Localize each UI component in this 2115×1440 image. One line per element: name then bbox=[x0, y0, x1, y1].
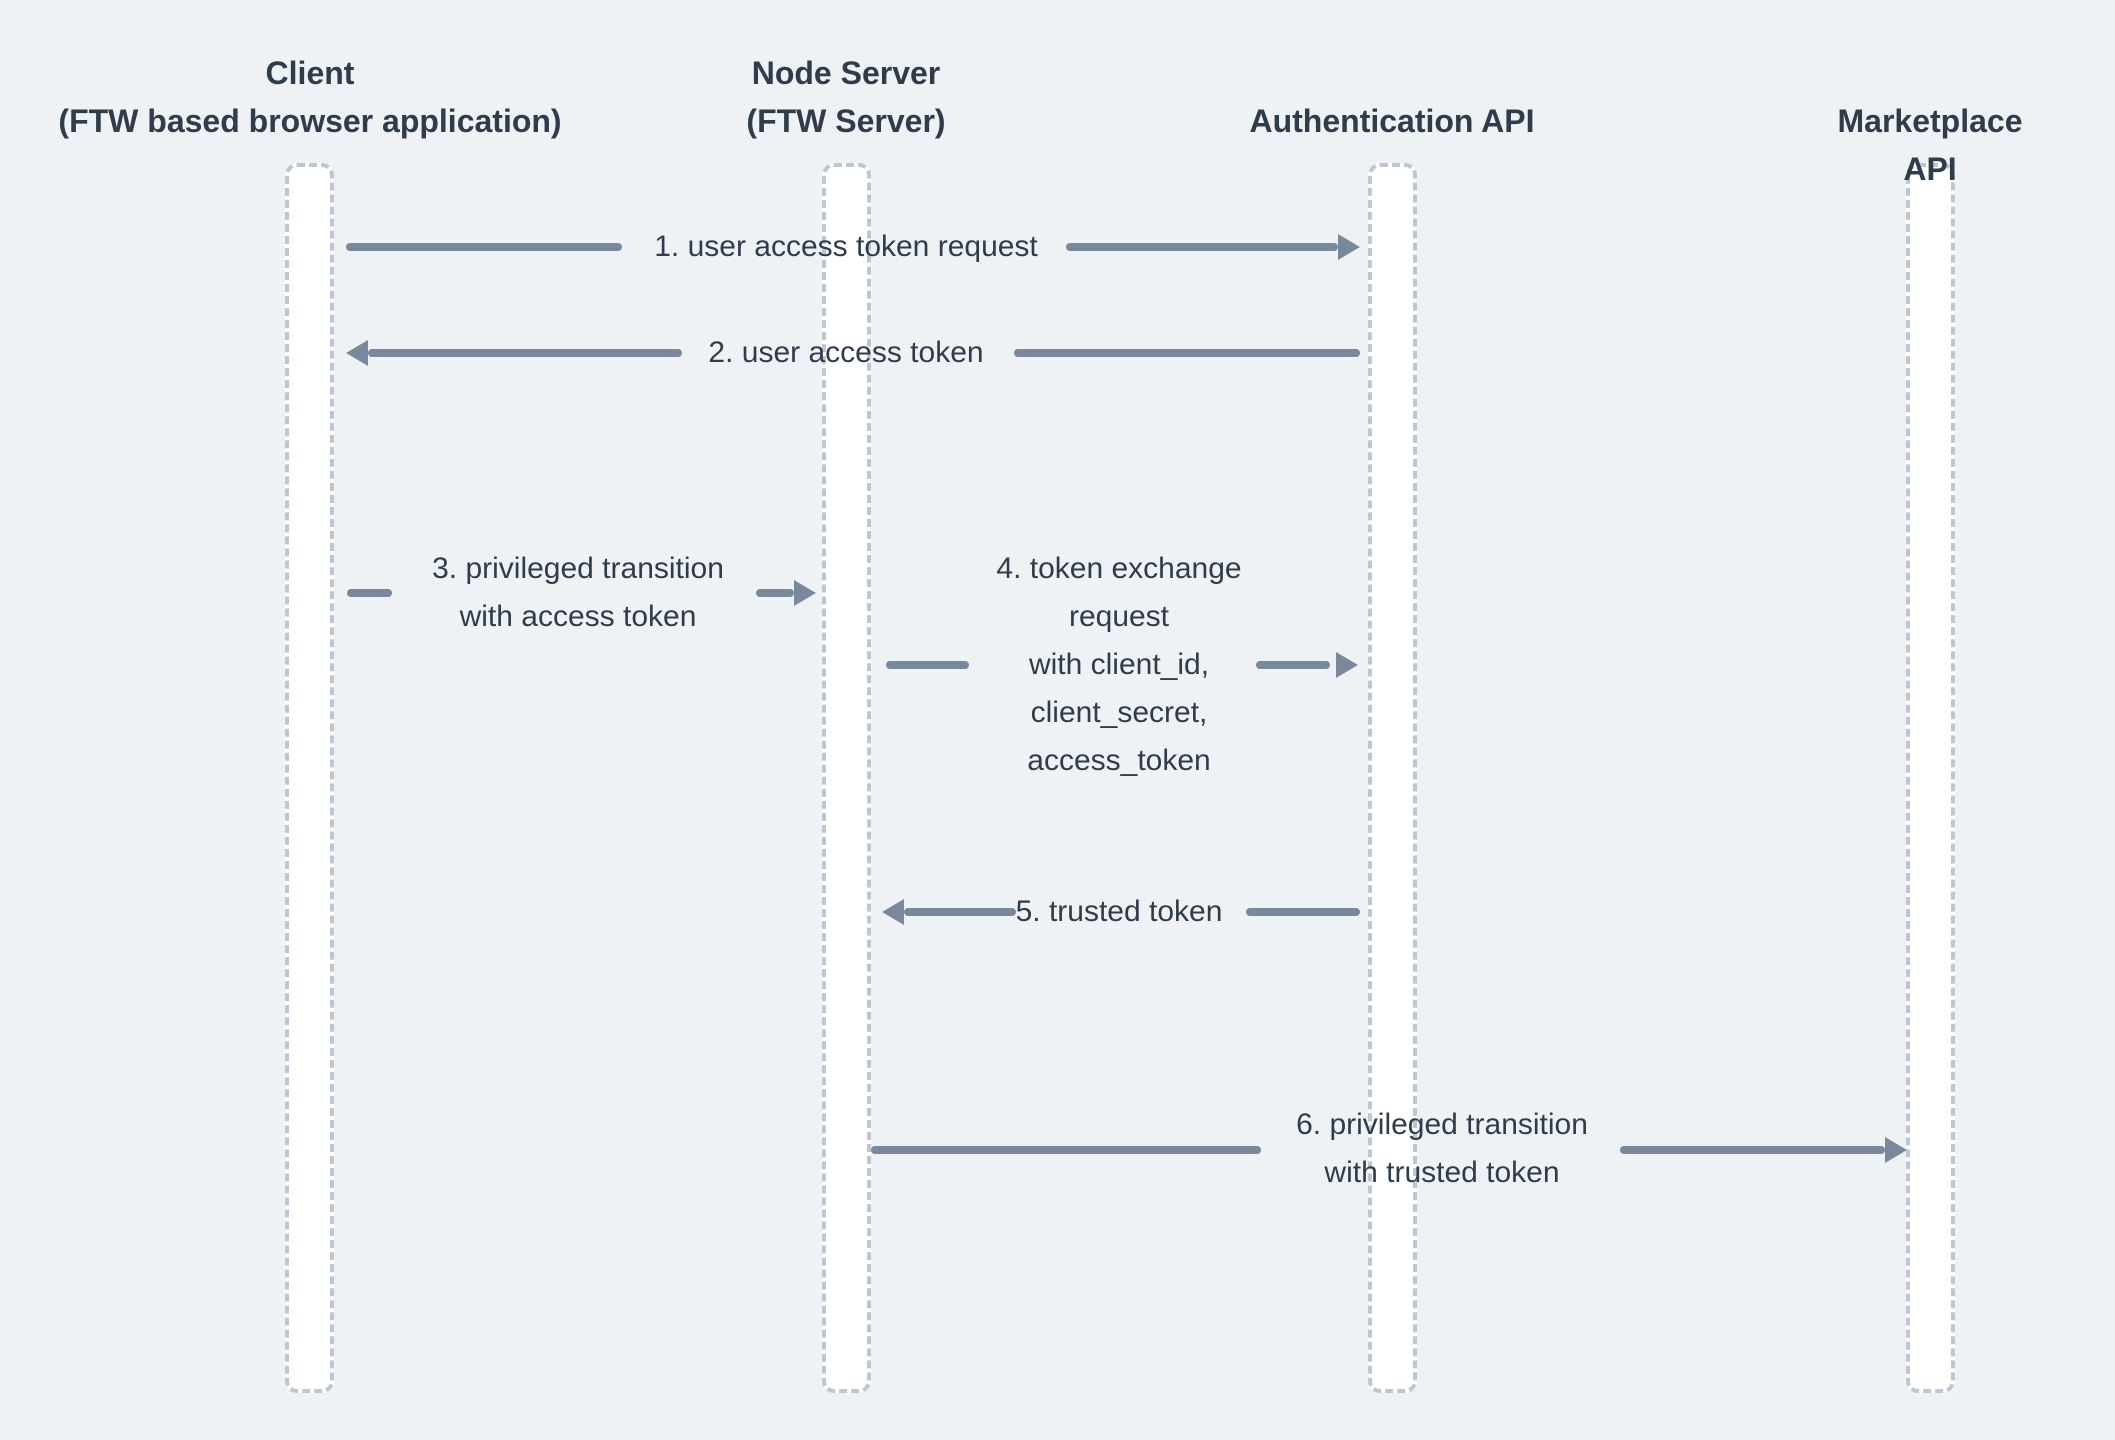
message-2-line-left bbox=[368, 349, 682, 357]
actor-header-node-server: Node Server (FTW Server) bbox=[746, 55, 946, 139]
lifeline-authentication-api bbox=[1368, 163, 1417, 1393]
message-1-line-left bbox=[346, 243, 622, 251]
message-5-label: 5. trusted token bbox=[1015, 895, 1223, 928]
lifeline-client bbox=[285, 163, 334, 1393]
message-2-line-right bbox=[1014, 349, 1360, 357]
actor-header-marketplace-api: Marketplace API bbox=[1837, 103, 2023, 187]
actor-header-authentication-api: Authentication API bbox=[1249, 103, 1535, 139]
actor-header-client: Client (FTW based browser application) bbox=[58, 55, 562, 139]
lifeline-marketplace-api bbox=[1906, 163, 1955, 1393]
message-3-label: 3. privileged transition with access tok… bbox=[432, 552, 724, 633]
message-3-line-left bbox=[347, 589, 392, 597]
lifeline-node-server bbox=[822, 163, 871, 1393]
message-3-arrowhead-icon bbox=[794, 580, 816, 606]
message-4-line-right bbox=[1256, 661, 1330, 669]
message-2-arrowhead-icon bbox=[346, 340, 368, 366]
message-2-label: 2. user access token bbox=[708, 336, 984, 369]
message-6-label: 6. privileged transition with trusted to… bbox=[1296, 1108, 1588, 1189]
message-5-arrowhead-icon bbox=[882, 899, 904, 925]
message-3-line-right bbox=[756, 589, 794, 597]
message-6-line-left bbox=[871, 1146, 1261, 1154]
message-4-label: 4. token exchange request with client_id… bbox=[996, 552, 1242, 777]
message-1-label: 1. user access token request bbox=[654, 230, 1038, 263]
message-4-arrowhead-icon bbox=[1336, 652, 1358, 678]
message-1-line-right bbox=[1066, 243, 1338, 251]
message-4-line-left bbox=[886, 661, 969, 669]
message-6-arrowhead-icon bbox=[1885, 1137, 1907, 1163]
message-1-arrowhead-icon bbox=[1338, 234, 1360, 260]
message-5-line-right bbox=[1246, 908, 1360, 916]
message-5-line-left bbox=[904, 908, 1016, 916]
message-6-line-right bbox=[1620, 1146, 1885, 1154]
